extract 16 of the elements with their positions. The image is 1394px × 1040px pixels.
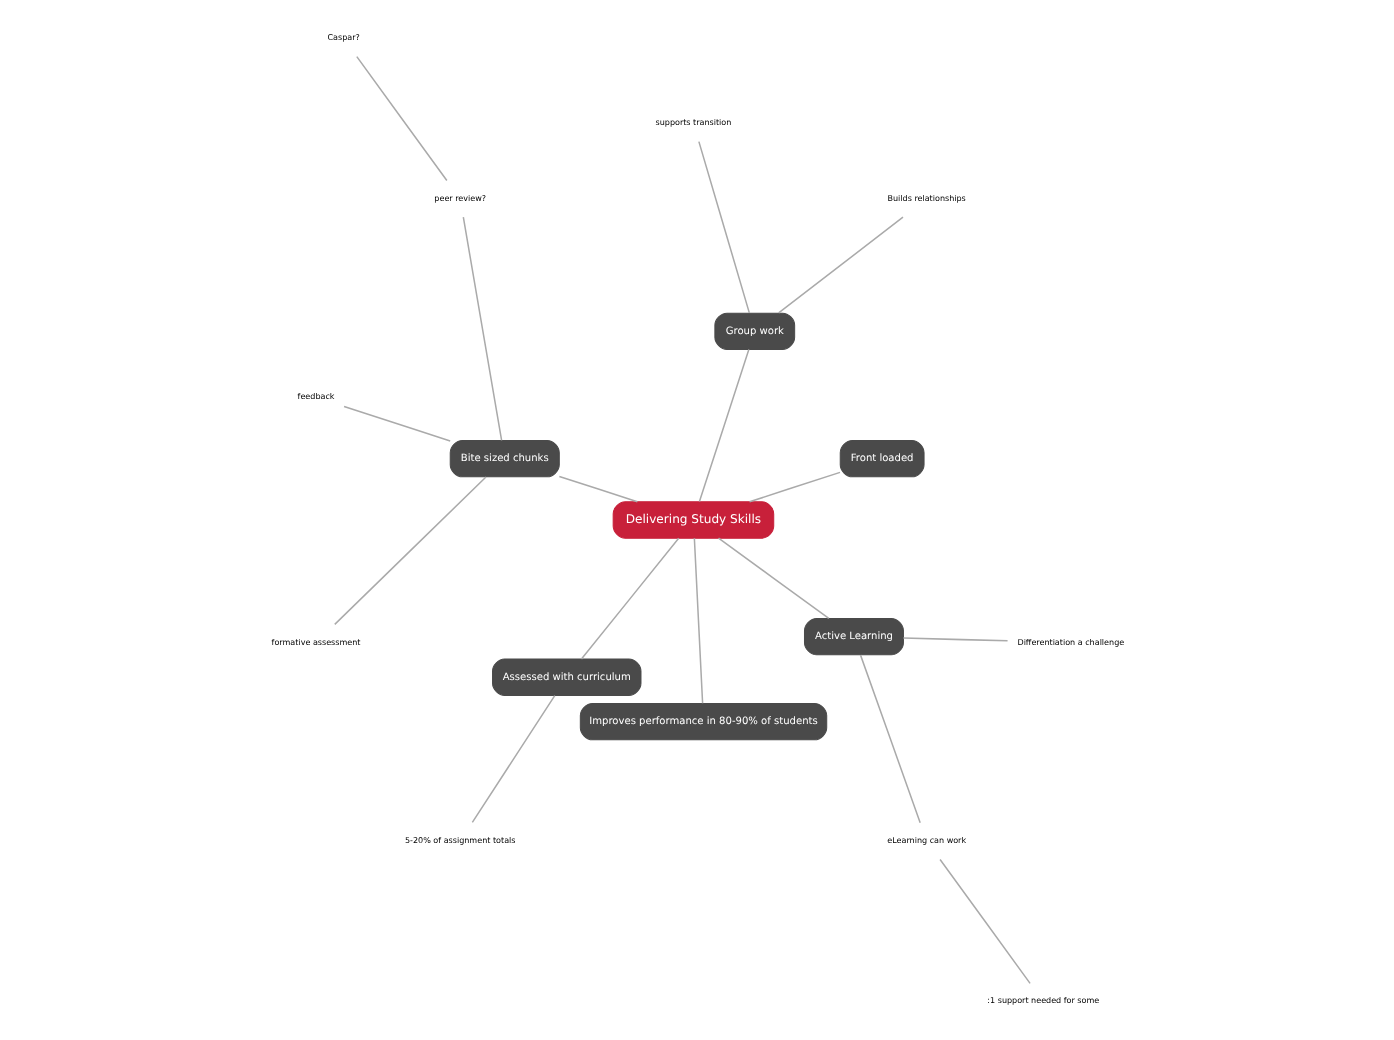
connector	[697, 140, 750, 314]
connector	[938, 858, 1030, 985]
connector	[692, 537, 703, 705]
connector	[776, 216, 903, 314]
connector	[901, 637, 1008, 642]
connector	[333, 476, 486, 626]
connector	[461, 216, 502, 442]
connector	[470, 694, 555, 824]
connector	[858, 654, 920, 824]
connector	[557, 475, 638, 503]
connector	[697, 348, 749, 503]
connector	[716, 537, 829, 620]
connector	[579, 537, 679, 660]
connector	[355, 55, 447, 182]
connector	[747, 471, 840, 503]
connector	[342, 405, 450, 442]
